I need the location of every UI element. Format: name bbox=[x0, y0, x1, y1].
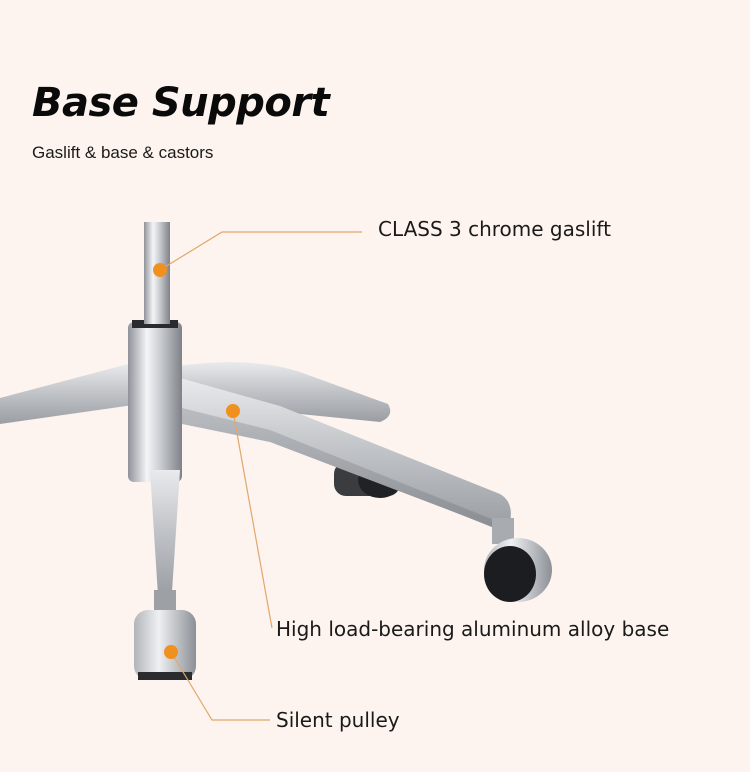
leader-line-gaslift bbox=[159, 231, 362, 271]
front-right-castor bbox=[484, 518, 552, 602]
callout-label-base: High load-bearing aluminum alloy base bbox=[276, 617, 670, 641]
base-arm-left bbox=[0, 364, 140, 424]
callout-label-pulley: Silent pulley bbox=[276, 708, 400, 732]
base-arm-edge bbox=[182, 408, 496, 528]
callout-dot-pulley bbox=[164, 645, 178, 659]
leader-line-base bbox=[232, 410, 273, 629]
callout-dot-gaslift bbox=[153, 263, 167, 277]
base-arm-front bbox=[150, 470, 180, 596]
page-title: Base Support bbox=[32, 80, 330, 126]
leader-line-pulley bbox=[170, 651, 270, 721]
callout-dot-base bbox=[226, 404, 240, 418]
base-arm-front-right bbox=[180, 378, 511, 528]
page-subtitle: Gaslift & base & castors bbox=[32, 143, 214, 162]
base-hub bbox=[128, 320, 182, 482]
base-arm-back-right bbox=[178, 362, 391, 422]
callout-label-gaslift: CLASS 3 chrome gaslift bbox=[378, 217, 611, 241]
front-castor bbox=[134, 590, 196, 680]
